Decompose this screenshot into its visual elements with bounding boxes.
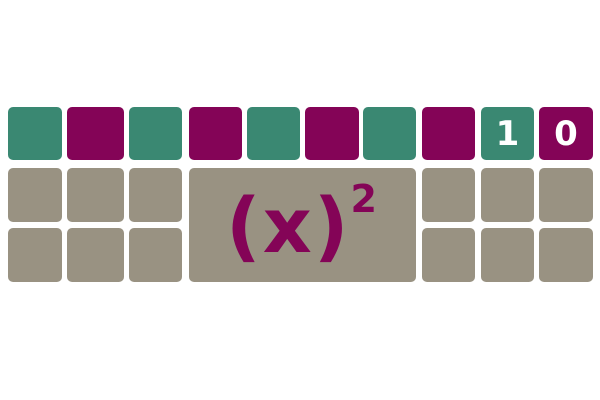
gray-tile[interactable]: [129, 228, 182, 282]
top-tile[interactable]: [422, 107, 475, 160]
top-tile[interactable]: [247, 107, 300, 160]
top-tile[interactable]: 0: [539, 107, 593, 160]
gray-tile[interactable]: [422, 168, 475, 222]
top-tile[interactable]: [67, 107, 124, 160]
gray-tile[interactable]: [422, 228, 475, 282]
top-tile[interactable]: [189, 107, 242, 160]
expression-base: (x): [226, 180, 351, 270]
gray-tile[interactable]: [481, 228, 534, 282]
gray-tile[interactable]: [8, 228, 62, 282]
center-tile: (x)2: [189, 168, 416, 282]
gray-tile[interactable]: [129, 168, 182, 222]
top-tile[interactable]: [8, 107, 62, 160]
top-tile[interactable]: [305, 107, 359, 160]
tile-label: 1: [495, 113, 520, 154]
expression-exponent: 2: [350, 176, 379, 221]
gray-tile[interactable]: [67, 228, 124, 282]
top-tile[interactable]: 1: [481, 107, 534, 160]
tile-label: 0: [554, 113, 578, 154]
gray-tile[interactable]: [67, 168, 124, 222]
gray-tile[interactable]: [8, 168, 62, 222]
center-expression: (x)2: [226, 177, 379, 270]
gray-tile[interactable]: [539, 228, 593, 282]
top-tile[interactable]: [129, 107, 182, 160]
gray-tile[interactable]: [539, 168, 593, 222]
top-tile[interactable]: [363, 107, 416, 160]
gray-tile[interactable]: [481, 168, 534, 222]
